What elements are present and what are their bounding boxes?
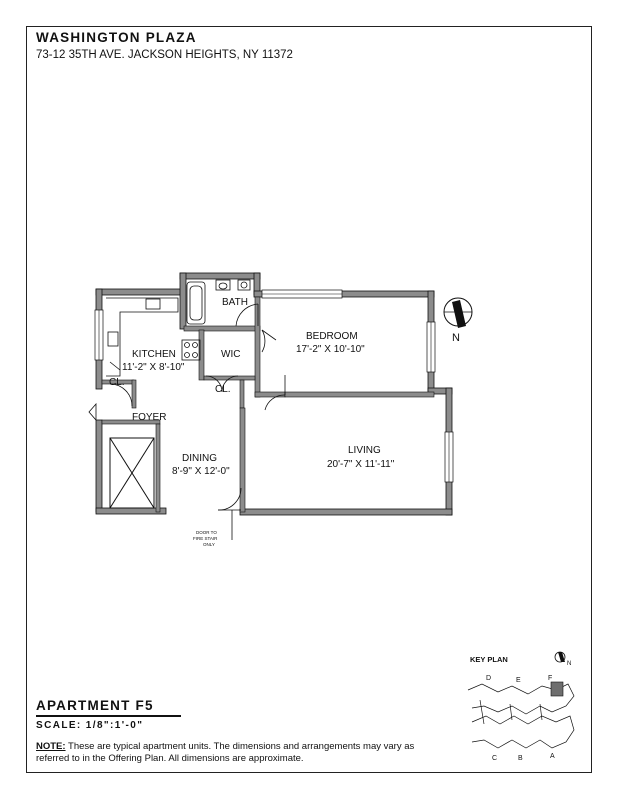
sheet-border	[26, 26, 592, 773]
foyer-label: FOYER	[132, 412, 166, 423]
apartment-underline	[36, 715, 181, 717]
key-plan-highlight	[550, 681, 564, 697]
closet-label-1: CL.	[109, 377, 125, 388]
living-dimensions: 20'-7" X 11'-11"	[327, 459, 395, 470]
building-title: WASHINGTON PLAZA	[36, 30, 197, 45]
scale-label: SCALE: 1/8":1'-0"	[36, 720, 144, 731]
key-plan-unit-a: A	[550, 753, 555, 760]
living-label: LIVING	[348, 445, 381, 456]
window-mullions	[98, 293, 450, 482]
key-plan-north: N	[567, 661, 571, 667]
bedroom-label: BEDROOM	[306, 331, 358, 342]
key-plan-unit-e: E	[516, 677, 521, 684]
stair-door-note-1: DOOR TO	[196, 530, 217, 535]
apartment-label: APARTMENT F5	[36, 698, 154, 713]
dining-dimensions: 8'-9" X 12'-0"	[172, 466, 230, 477]
note-text: These are typical apartment units. The d…	[36, 741, 415, 764]
kitchen-counters	[106, 297, 201, 377]
closet-label-2: CL.	[215, 384, 231, 395]
key-plan-unit-f: F	[548, 675, 552, 682]
doors	[88, 329, 286, 540]
bath-label: BATH	[222, 297, 248, 308]
interior-walls	[101, 296, 435, 513]
key-plan-unit-b: B	[518, 755, 523, 762]
wic-label: WIC	[221, 349, 240, 360]
dining-label: DINING	[182, 453, 217, 464]
compass-north-label: N	[452, 332, 460, 344]
bedroom-dimensions: 17'-2" X 10'-10"	[296, 344, 365, 355]
building-address: 73-12 35TH AVE. JACKSON HEIGHTS, NY 1137…	[36, 49, 293, 61]
key-plan: KEY PLAN N D E F C B A	[467, 651, 575, 762]
compass-icon	[443, 297, 473, 328]
elevator-shaft	[109, 437, 155, 509]
bath-fixtures	[186, 279, 259, 327]
key-plan-unit-c: C	[492, 755, 497, 762]
kitchen-dimensions: 11'-2" X 8'-10"	[122, 362, 185, 373]
stair-door-note-3: ONLY	[203, 542, 215, 547]
disclaimer-note: NOTE: These are typical apartment units.…	[36, 741, 436, 765]
note-label: NOTE:	[36, 741, 66, 752]
kitchen-label: KITCHEN	[132, 349, 176, 360]
key-plan-unit-d: D	[486, 675, 491, 682]
key-plan-title: KEY PLAN	[470, 655, 508, 664]
stair-door-note-2: FIRE STAIR	[193, 536, 218, 541]
